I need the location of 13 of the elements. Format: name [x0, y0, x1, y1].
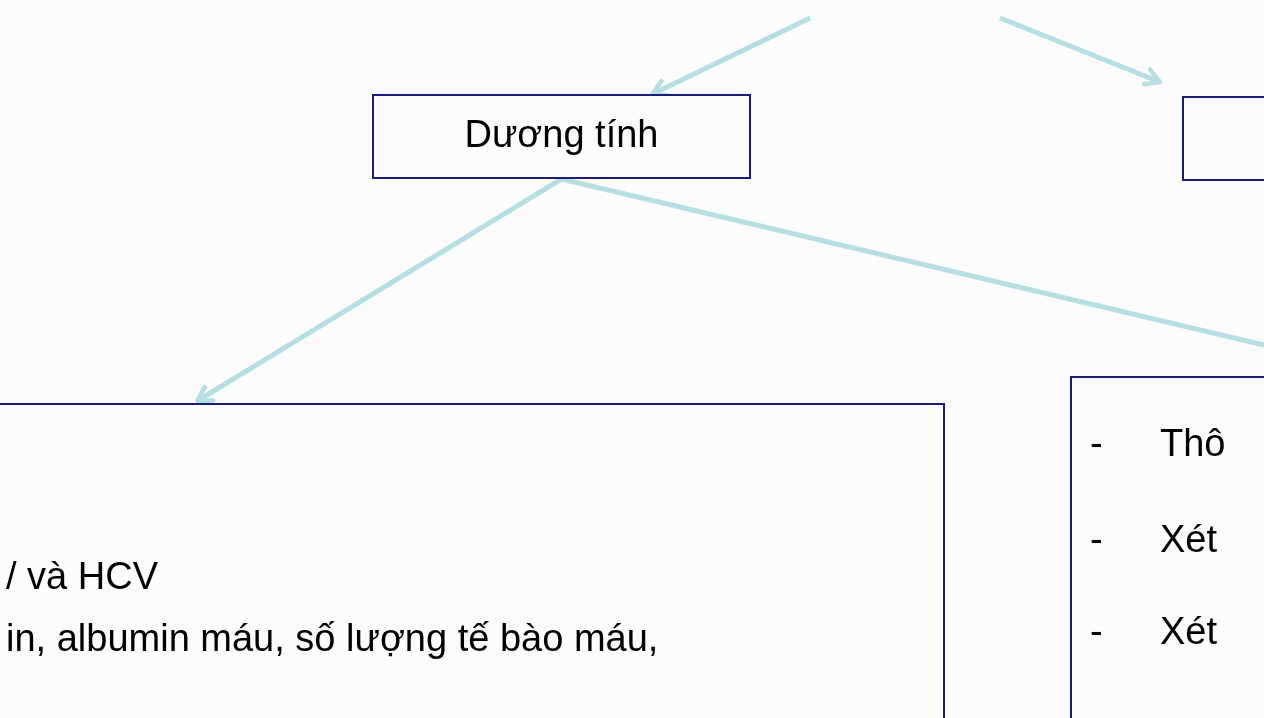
list-text: Xét	[1160, 518, 1218, 562]
bullet-dash: -	[1090, 422, 1103, 466]
arrow	[999, 15, 1163, 87]
list-text: Thô	[1160, 422, 1226, 466]
bullet-dash: -	[1090, 610, 1103, 654]
list-text: Xét	[1160, 610, 1218, 654]
list-text: / và HCV	[6, 555, 159, 599]
text-box	[0, 403, 945, 718]
text-box	[372, 94, 751, 179]
node-label: Dương tính	[463, 113, 660, 157]
list-text: in, albumin máu, số lượng tế bào máu,	[6, 617, 659, 661]
text-box	[1070, 376, 1264, 718]
bullet-dash: -	[1090, 518, 1103, 562]
